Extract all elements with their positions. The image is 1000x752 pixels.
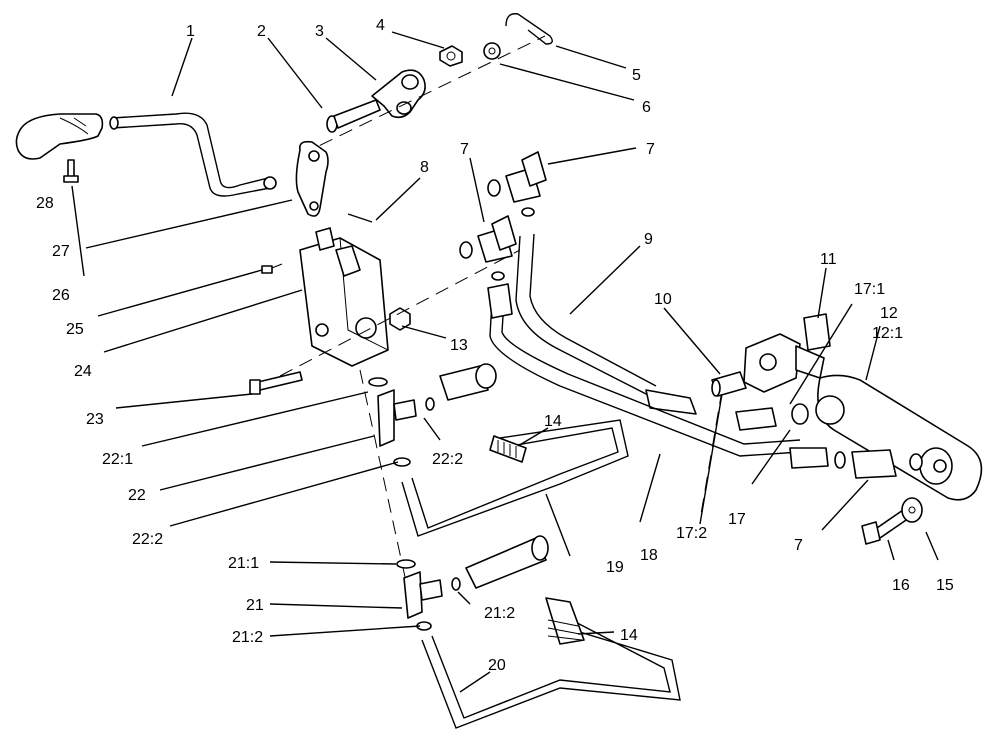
callout-19: 19 xyxy=(606,559,624,576)
callout-17: 17 xyxy=(728,511,746,528)
hose-18 xyxy=(487,283,829,469)
pin-10 xyxy=(711,371,747,397)
callout-9: 9 xyxy=(644,231,653,248)
callout-10: 10 xyxy=(654,291,672,308)
callout-12-1: 12:1 xyxy=(872,325,903,342)
callout-3: 3 xyxy=(315,23,324,40)
lever-knob xyxy=(15,113,104,160)
cylinder-rod-clevis xyxy=(743,333,825,393)
axis-line-top xyxy=(299,35,546,156)
washer-15 xyxy=(901,497,923,523)
callout-28: 28 xyxy=(36,195,54,212)
callout-17-2: 17:2 xyxy=(676,525,707,542)
callout-16: 16 xyxy=(892,577,910,594)
callout-20: 20 xyxy=(488,657,506,674)
callout-5: 5 xyxy=(632,67,641,84)
callout-27: 27 xyxy=(52,243,70,260)
callout-7-cylinder: 7 xyxy=(794,537,803,554)
fitting-21 xyxy=(396,559,461,631)
elbow-fitting-upper xyxy=(487,151,547,217)
callout-7-top-right: 7 xyxy=(646,141,655,158)
callout-18: 18 xyxy=(640,547,658,564)
fitting-22 xyxy=(368,377,435,467)
callout-26: 26 xyxy=(52,287,70,304)
callout-12: 12 xyxy=(880,305,898,322)
hydraulic-cylinder xyxy=(815,374,983,501)
cotter-pin xyxy=(347,213,373,223)
axis-line-vertical xyxy=(359,369,411,601)
hose-9 xyxy=(515,233,697,415)
callout-8: 8 xyxy=(420,159,429,176)
callout-14-lower: 14 xyxy=(620,627,638,644)
callout-4: 4 xyxy=(376,17,385,34)
callout-22-2-left: 22:2 xyxy=(132,531,163,548)
elbow-fitting-middle xyxy=(459,215,517,281)
washer-top xyxy=(483,42,501,60)
control-lever xyxy=(109,112,277,197)
callout-21-2-left: 21:2 xyxy=(232,629,263,646)
callout-22-2-right: 22:2 xyxy=(432,451,463,468)
callout-2: 2 xyxy=(257,23,266,40)
callout-23: 23 xyxy=(86,411,104,428)
callout-6: 6 xyxy=(642,99,651,116)
axis-line-mid xyxy=(279,249,521,377)
adapter-22-2 xyxy=(439,363,497,401)
callout-17-1: 17:1 xyxy=(854,281,885,298)
bolt-23 xyxy=(249,371,303,395)
callout-22-1: 22:1 xyxy=(102,451,133,468)
callout-labels: 1 2 3 4 5 6 7 7 7 8 9 10 11 12 12:1 13 1… xyxy=(36,17,954,674)
callout-21: 21 xyxy=(246,597,264,614)
callout-15: 15 xyxy=(936,577,954,594)
knob-screw xyxy=(63,159,79,183)
pivot-bracket xyxy=(371,69,426,119)
callout-13: 13 xyxy=(450,337,468,354)
tube-19 xyxy=(401,419,629,537)
link-plate xyxy=(295,140,329,217)
leader-lines xyxy=(71,31,939,693)
callout-21-1: 21:1 xyxy=(228,555,259,572)
callout-24: 24 xyxy=(74,363,92,380)
callout-11: 11 xyxy=(820,251,837,268)
callout-21-2-right: 21:2 xyxy=(484,605,515,622)
callout-25: 25 xyxy=(66,321,84,338)
callout-1: 1 xyxy=(186,23,195,40)
screw-25 xyxy=(261,263,283,274)
elbow-fitting-cylinder xyxy=(834,449,923,479)
fitting-17 xyxy=(735,403,809,431)
nut-13 xyxy=(389,307,411,331)
hairpin-clip xyxy=(505,13,553,45)
tube-20 xyxy=(421,597,681,729)
valve-body xyxy=(299,227,389,367)
callout-22: 22 xyxy=(128,487,146,504)
nut-top xyxy=(439,45,463,67)
callout-7-top-left: 7 xyxy=(460,141,469,158)
adapter-21-2 xyxy=(465,535,549,589)
callout-14-upper: 14 xyxy=(544,413,562,430)
pivot-bolt xyxy=(326,99,381,133)
